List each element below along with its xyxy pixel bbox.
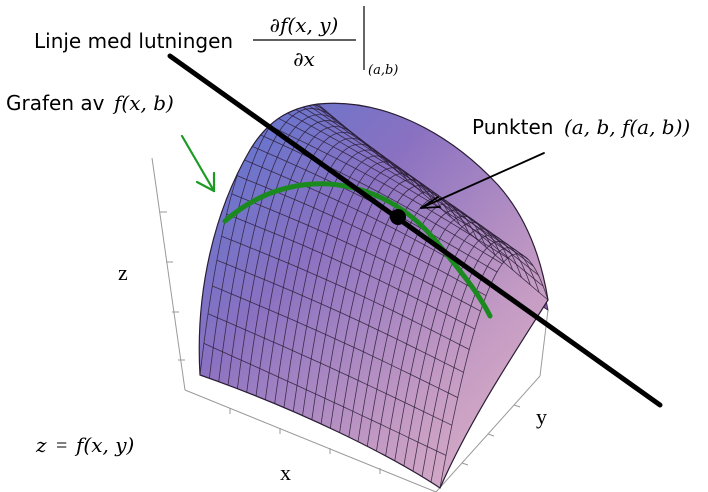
tangent-slope-label: Linje med lutningen ∂f(x, y) ∂x (a,b): [34, 6, 398, 78]
mesh-line: [221, 235, 470, 350]
axis-label-x: x: [280, 460, 291, 485]
point-label: Punkten (a, b, f(a, b)): [472, 115, 690, 139]
equation-equals: =: [56, 435, 67, 457]
mesh-arch: [439, 253, 548, 489]
line-label-text: Linje med lutningen: [34, 29, 233, 53]
mesh-line: [231, 193, 481, 312]
curve-f-x-b: [222, 181, 493, 319]
mesh-line: [207, 313, 453, 426]
axis-label-z: z: [118, 260, 128, 285]
evaluation-point: (a,b): [368, 63, 398, 78]
mesh-line: [260, 121, 508, 259]
point-label-coords: (a, b, f(a, b)): [564, 115, 690, 139]
partial-numerator: ∂f(x, y): [270, 13, 339, 37]
graph-label-func: f(x, b): [112, 91, 174, 115]
point-arrow: [420, 152, 545, 209]
point-label-text: Punkten: [472, 115, 553, 139]
graph-label: Grafen av f(x, b): [6, 91, 174, 115]
surface: [198, 102, 549, 489]
equation-rhs: f(x, y): [74, 433, 134, 457]
graph-arrow: [180, 134, 216, 193]
graph-label-text: Grafen av: [6, 91, 105, 115]
mesh-line: [302, 103, 539, 276]
mesh-line: [203, 343, 447, 456]
mesh-line: [212, 285, 458, 398]
mesh-line: [216, 259, 464, 373]
mesh-line: [280, 103, 524, 256]
mesh-line: [294, 103, 534, 267]
equation-lhs: z: [35, 433, 47, 457]
axis-label-y: y: [536, 404, 547, 429]
mesh-line: [273, 105, 519, 255]
mesh-line: [254, 131, 503, 265]
partial-denominator: ∂x: [293, 47, 315, 71]
tangent-line: [167, 53, 663, 408]
point-a-b-f: [390, 209, 406, 225]
bounding-box-ticks: [160, 211, 521, 474]
surface-equation: z = f(x, y): [35, 433, 134, 457]
mesh-line: [226, 213, 476, 330]
